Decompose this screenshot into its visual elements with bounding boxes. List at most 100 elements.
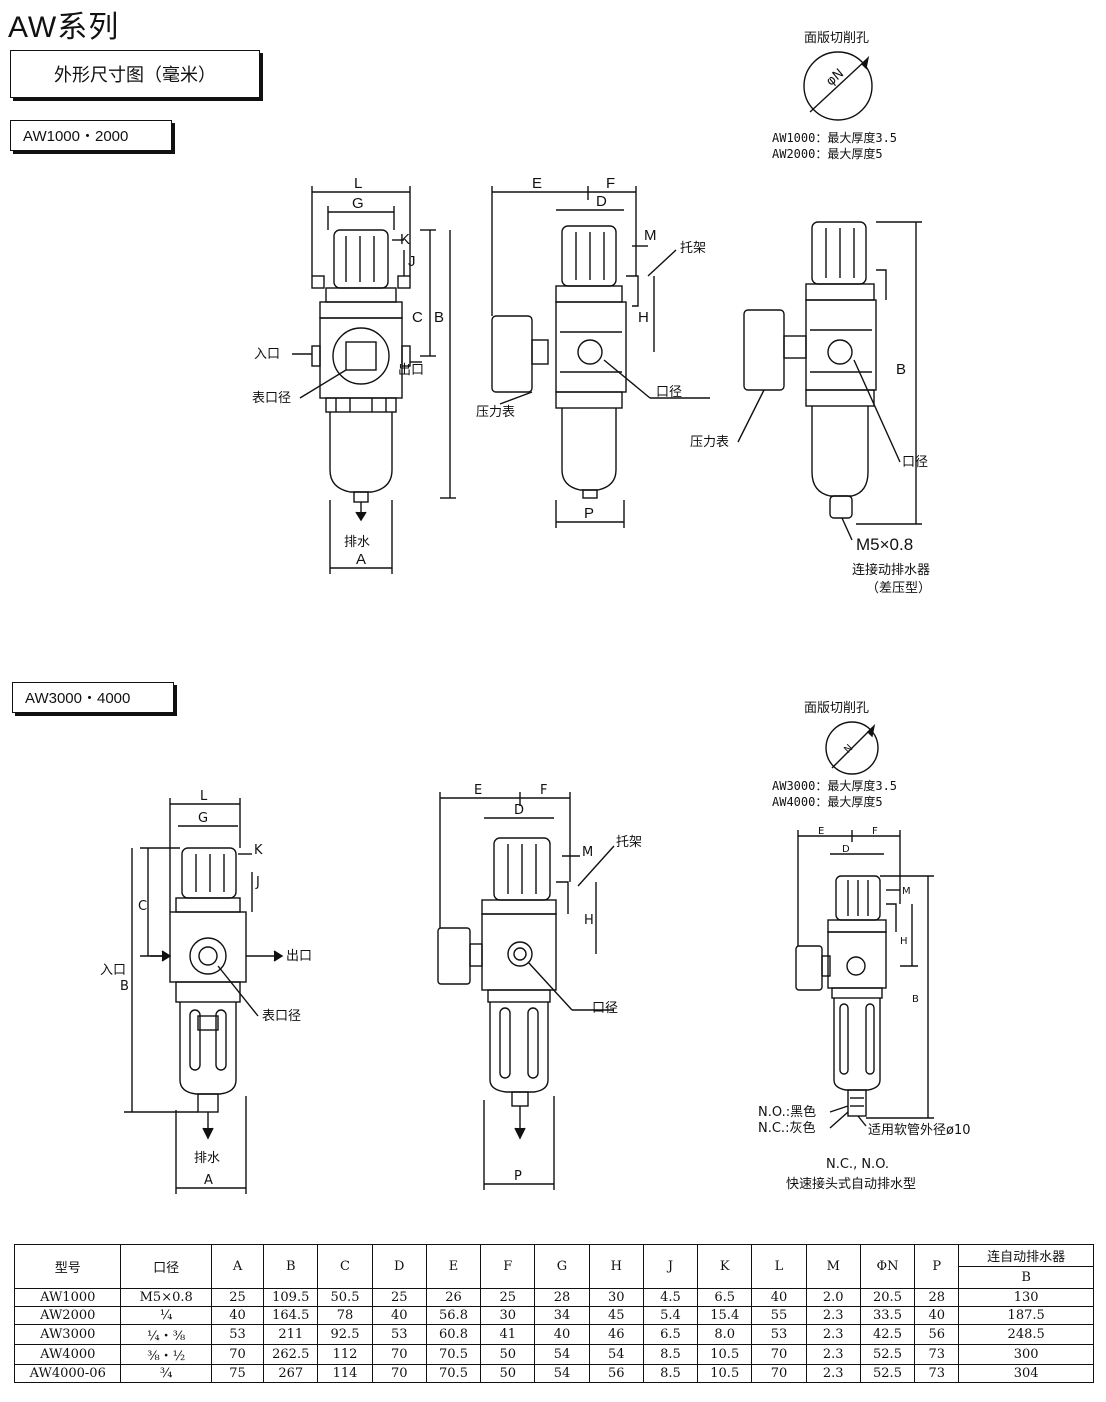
s1-drain-port: 口径 xyxy=(902,455,928,470)
s2-front-view xyxy=(124,798,284,1194)
table-cell: 10.5 xyxy=(697,1364,753,1383)
s1-side-view xyxy=(491,186,710,528)
s2-drain-dim-d: D xyxy=(842,844,850,855)
table-cell: 28 xyxy=(914,1288,960,1307)
table-cell: 92.5 xyxy=(317,1324,373,1345)
table-cell: 52.5 xyxy=(859,1364,916,1383)
table-cell: M5×0.8 xyxy=(120,1288,212,1307)
table-cell: 164.5 xyxy=(263,1306,319,1325)
s1-front-view xyxy=(292,186,456,574)
section-1-tag-text: AW1000・2000 xyxy=(23,128,129,145)
table-cell: 40 xyxy=(751,1288,807,1307)
s2-cutout-note-1: AW3000：最大厚度3.5 xyxy=(772,778,897,793)
table-cell: 10.5 xyxy=(697,1344,753,1365)
spec-header-m: M xyxy=(805,1244,861,1289)
table-cell: 20.5 xyxy=(859,1288,916,1307)
table-cell: 53 xyxy=(210,1324,265,1345)
table-cell: AW2000 xyxy=(13,1306,122,1325)
spec-header-model: 型号 xyxy=(13,1244,122,1289)
table-cell: 70 xyxy=(371,1344,427,1365)
s2-front-dim-l: L xyxy=(200,789,208,804)
s2-front-dim-b: B xyxy=(120,979,129,994)
table-cell: 70.5 xyxy=(425,1344,482,1365)
table-cell: AW3000 xyxy=(13,1324,122,1345)
table-cell: 6.5 xyxy=(642,1324,699,1345)
table-cell: 40 xyxy=(534,1324,590,1345)
table-cell: 53 xyxy=(751,1324,807,1345)
s2-front-dim-k: K xyxy=(254,843,263,858)
spec-header-d: D xyxy=(371,1244,427,1289)
s2-side-port: 口径 xyxy=(592,1001,618,1016)
s1-front-dim-j: J xyxy=(408,253,416,270)
s1-drain-thread: M5×0.8 xyxy=(856,535,913,554)
s1-drain-caption-1: 连接动排水器 xyxy=(852,562,930,578)
s2-drain-dim-b: B xyxy=(912,994,919,1005)
s2-front-inlet: 入口 xyxy=(100,963,126,978)
table-cell: 73 xyxy=(914,1344,960,1365)
table-cell: 30 xyxy=(588,1288,644,1307)
table-cell: 70.5 xyxy=(425,1364,482,1383)
s2-drain-dim-e: E xyxy=(818,826,824,837)
s2-drain-dim-h: H xyxy=(900,936,908,947)
s1-side-dim-p: P xyxy=(584,505,594,522)
spec-header-b: B xyxy=(263,1244,319,1289)
s2-drain-dim-m: M xyxy=(902,886,911,897)
table-cell: 34 xyxy=(534,1306,590,1325)
s1-side-dim-h: H xyxy=(638,309,649,326)
table-cell: 262.5 xyxy=(263,1344,319,1365)
table-cell: 70 xyxy=(751,1344,807,1365)
spec-header-p: P xyxy=(914,1244,960,1289)
table-cell: 112 xyxy=(317,1344,373,1365)
table-cell: AW4000-06 xyxy=(13,1364,122,1383)
s2-cutout-symbol: N xyxy=(842,743,855,756)
s1-cutout-note-1: AW1000：最大厚度3.5 xyxy=(772,130,897,145)
s1-drain-gauge: 压力表 xyxy=(690,435,729,450)
table-cell: ⅜・½ xyxy=(120,1344,212,1365)
table-cell: 8.5 xyxy=(642,1344,699,1365)
table-cell: 6.5 xyxy=(697,1288,753,1307)
subtitle-text: 外形尺寸图（毫米） xyxy=(54,65,216,86)
spec-table: 型号 口径 A B C D E F G H J K L M ΦN P 连自动排水… xyxy=(13,1244,1094,1383)
s2-side-dim-e: E xyxy=(474,783,482,798)
series-title: AW系列 xyxy=(8,11,120,44)
s1-front-dim-b: B xyxy=(434,309,444,326)
spec-header-j: J xyxy=(642,1244,699,1289)
table-cell: 25 xyxy=(480,1288,536,1307)
s2-front-dim-g: G xyxy=(198,811,208,826)
s1-front-gauge-port: 表口径 xyxy=(252,391,291,406)
s1-side-dim-m: M xyxy=(644,227,657,244)
s1-front-dim-g: G xyxy=(352,195,364,212)
table-cell: 187.5 xyxy=(958,1306,1094,1325)
table-cell: 40 xyxy=(371,1306,427,1325)
s1-side-port: 口径 xyxy=(656,385,682,400)
table-cell: 56 xyxy=(914,1324,960,1345)
table-cell: 56.8 xyxy=(425,1306,482,1325)
table-cell: 130 xyxy=(958,1288,1094,1307)
table-cell: 42.5 xyxy=(859,1324,916,1345)
s1-cutout-symbol: φN xyxy=(823,66,847,89)
s1-side-gauge: 压力表 xyxy=(476,405,515,420)
table-cell: 25 xyxy=(210,1288,265,1307)
table-cell: 248.5 xyxy=(958,1324,1094,1345)
table-cell: 114 xyxy=(317,1364,373,1383)
table-cell: 300 xyxy=(958,1344,1094,1365)
spec-header-auto-drain: 连自动排水器 xyxy=(958,1244,1094,1267)
s1-front-outlet: 出口 xyxy=(398,363,424,378)
spec-header-auto-drain-b: B xyxy=(958,1266,1094,1289)
s2-cutout-note-2: AW4000：最大厚度5 xyxy=(772,794,883,809)
spec-header-e: E xyxy=(425,1244,482,1289)
s2-drain-nc-label: N.C.:灰色 xyxy=(758,1120,815,1136)
spec-header-n: ΦN xyxy=(859,1244,916,1289)
drawing-canvas: L G K J C B A 入口 出口 表口径 排水 E F D M H P 托… xyxy=(100,31,971,1194)
table-cell: 8.0 xyxy=(697,1324,753,1345)
spec-header-g: G xyxy=(534,1244,590,1289)
section-1-tag: AW1000・2000 xyxy=(10,120,172,151)
table-cell: 30 xyxy=(480,1306,536,1325)
table-cell: 2.3 xyxy=(805,1306,861,1325)
s1-panel-cutout xyxy=(803,51,873,121)
table-cell: 70 xyxy=(371,1364,427,1383)
table-cell: AW1000 xyxy=(13,1288,122,1307)
s2-auto-drain-view xyxy=(795,830,934,1129)
